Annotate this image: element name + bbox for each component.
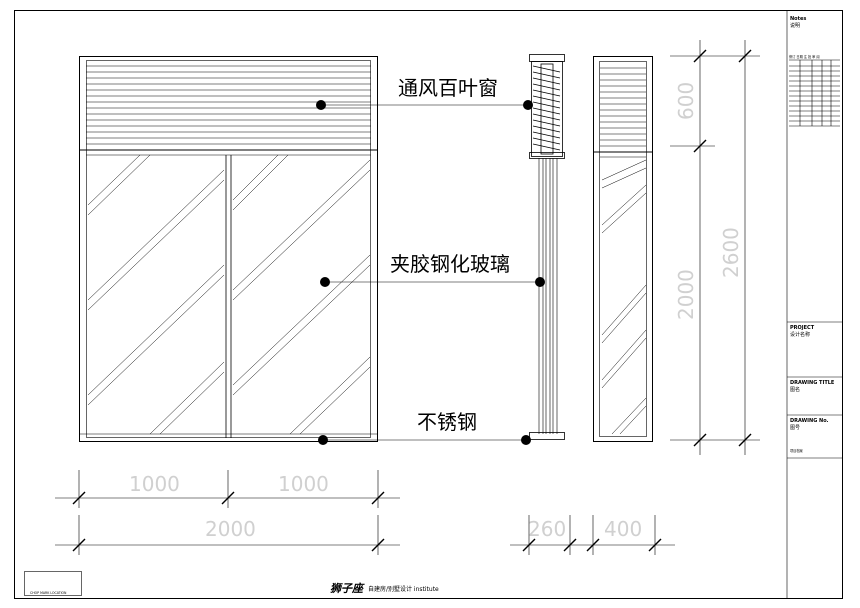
dim-total-height: 2600	[719, 227, 743, 278]
section-glass-lines	[538, 158, 558, 434]
callout-dot	[523, 100, 533, 110]
side-glass-reflection	[601, 159, 647, 435]
drawing-no-label: DRAWING No.	[790, 418, 829, 424]
callout-dot	[535, 277, 545, 287]
section-head	[529, 54, 565, 62]
callout-dot	[521, 435, 531, 445]
dim-front-total: 2000	[205, 517, 256, 541]
callout-dot	[316, 100, 326, 110]
dim-section-depth: 260	[528, 517, 566, 541]
drawing-title-label: DRAWING TITLE	[790, 380, 835, 386]
callout-steel-label: 不锈钢	[417, 410, 477, 434]
dim-louver-height: 600	[674, 82, 698, 120]
callout-dot	[318, 435, 328, 445]
chop-mark-box	[24, 571, 82, 596]
side-frame	[593, 56, 653, 442]
sheet-border	[14, 10, 843, 599]
dim-panel-right: 1000	[278, 472, 329, 496]
dimension-vertical	[670, 40, 760, 455]
glass-reflection-left	[87, 154, 225, 435]
dim-panel-left: 1000	[129, 472, 180, 496]
callout-glass: 夹胶钢化玻璃	[320, 248, 545, 287]
project-label: PROJECT	[790, 325, 815, 331]
front-elevation	[79, 56, 378, 442]
drawing-title-cn: 图名	[790, 386, 800, 393]
callout-louver: 通风百叶窗	[316, 72, 533, 110]
glass-reflection-right	[232, 154, 371, 435]
section-louver-frame	[531, 61, 563, 157]
section-view	[529, 54, 565, 440]
title-block	[786, 10, 843, 598]
section-transom	[529, 152, 565, 159]
sheet-label: 项目档案	[790, 448, 804, 453]
studio-name: 自建房/别墅设计 institute	[368, 585, 439, 593]
chop-mark-label: CHOP MARK LOCATION	[30, 591, 67, 595]
side-louver-slats	[600, 67, 646, 147]
studio-logo: 狮子座	[330, 582, 365, 595]
front-frame	[79, 56, 378, 442]
section-sill	[529, 432, 565, 440]
revision-header: 修订 日期 注 批 审 阅	[789, 54, 820, 59]
front-inner-frame	[86, 60, 371, 438]
dim-side-width: 400	[604, 517, 642, 541]
dim-glass-height: 2000	[674, 269, 698, 320]
notes-label: Notes	[790, 16, 806, 22]
callout-louver-label: 通风百叶窗	[398, 76, 498, 100]
callout-dot	[320, 277, 330, 287]
side-elevation	[593, 56, 653, 442]
callout-steel: 不锈钢	[318, 406, 531, 445]
drawing-no-cn: 图号	[790, 425, 800, 431]
project-cn: 设计名称	[790, 331, 810, 338]
callout-glass-label: 夹胶钢化玻璃	[390, 252, 510, 276]
dimension-horizontal	[55, 470, 675, 555]
section-louver-blades	[532, 63, 561, 155]
notes-cn: 说明	[790, 22, 800, 29]
front-louver-slats	[86, 65, 371, 145]
